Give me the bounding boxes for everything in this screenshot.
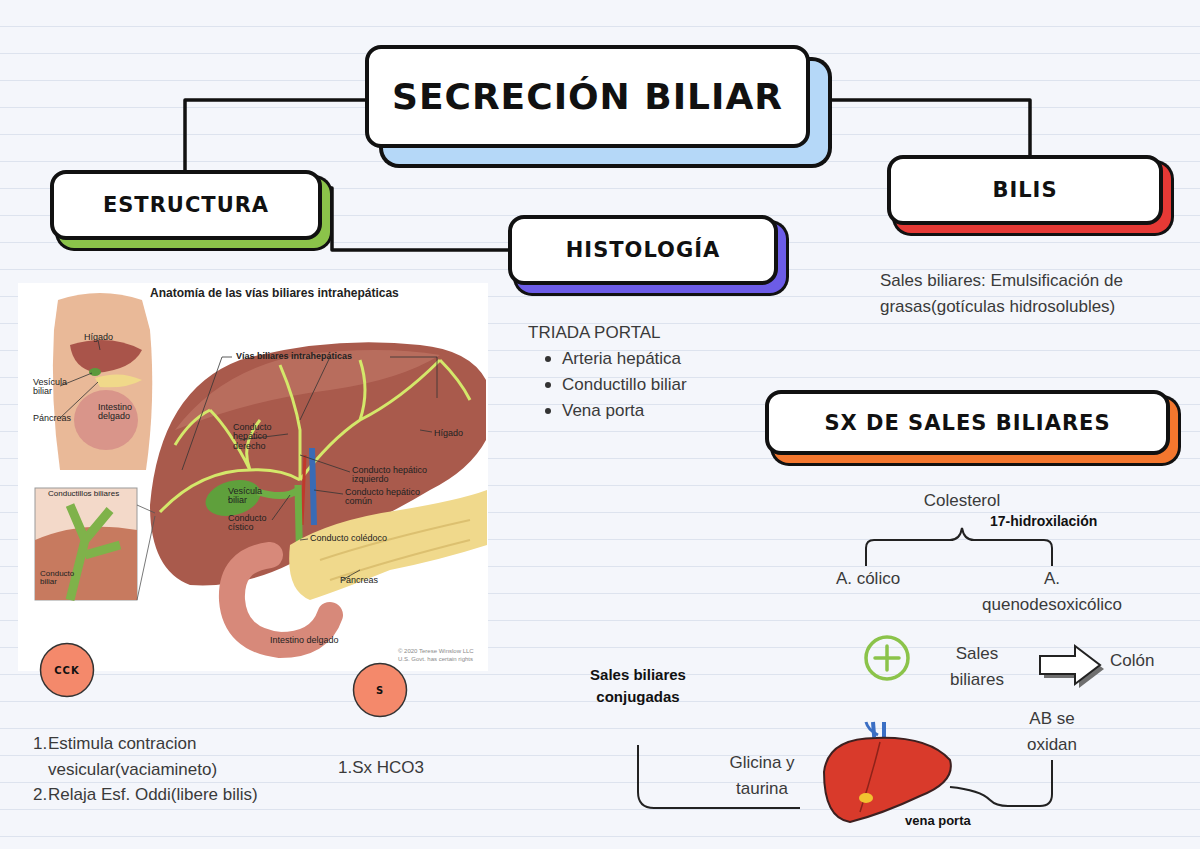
block-arrow bbox=[1040, 646, 1100, 684]
anatomy-label: Páncreas bbox=[340, 576, 400, 585]
flow-text: Glicina y taurina bbox=[708, 750, 816, 801]
pancreas-texture bbox=[320, 520, 470, 580]
anatomy-label: Páncreas bbox=[33, 414, 93, 423]
illustration-panel bbox=[18, 283, 488, 671]
liver-vessels bbox=[866, 722, 878, 735]
torso-figure bbox=[53, 293, 152, 470]
node-title: CCK bbox=[54, 665, 79, 676]
copyright-note: © 2020 Terese Winslow LLC bbox=[398, 648, 488, 655]
small-intestine bbox=[232, 555, 330, 645]
bullet bbox=[545, 356, 551, 362]
node-title: S bbox=[376, 685, 384, 696]
bracket-line bbox=[950, 760, 1052, 806]
liver-icon bbox=[824, 738, 951, 822]
node-title: ESTRUCTURA bbox=[103, 193, 269, 217]
anatomy-label: Conducto hepático derecho bbox=[233, 423, 288, 451]
list-item: Estimula contracion vesicular(vaciaminet… bbox=[48, 731, 278, 782]
copyright-note: U.S. Govt. has certain rights bbox=[398, 656, 488, 663]
brace bbox=[866, 528, 1052, 566]
process-label: 17-hidroxilación bbox=[990, 513, 1140, 530]
branch-connector bbox=[322, 188, 508, 250]
anatomy-label: Vesícula biliar bbox=[228, 487, 273, 506]
branch-connector bbox=[185, 100, 365, 170]
node-title: BILIS bbox=[992, 178, 1057, 202]
anatomy-label: Hígado bbox=[434, 429, 484, 438]
list-item: 1.Sx HCO3 bbox=[338, 755, 488, 781]
plus-icon bbox=[866, 637, 908, 679]
main-topic-box: SECRECIÓN BILIAR bbox=[365, 45, 810, 148]
list-item: Vena porta bbox=[562, 398, 782, 424]
pancreas-small bbox=[95, 374, 142, 387]
list-heading: TRIADA PORTAL bbox=[528, 320, 748, 346]
flow-text: A. quenodesoxicólico bbox=[972, 566, 1132, 617]
liver-lobe-line bbox=[860, 742, 880, 812]
node-title: SX DE SALES BILIARES bbox=[824, 411, 1110, 435]
inset-frame bbox=[35, 488, 137, 600]
anatomy-label: Conducto biliar bbox=[40, 570, 85, 587]
topic-box: HISTOLOGÍA bbox=[508, 215, 778, 285]
anatomy-label: Intestino delgado bbox=[270, 636, 370, 645]
hormone-circle: CCK bbox=[39, 642, 95, 698]
anatomy-label: Conductillos biliares bbox=[48, 490, 138, 498]
list-item: Arteria hepática bbox=[562, 346, 782, 372]
topic-box: ESTRUCTURA bbox=[50, 170, 322, 240]
list-item: Conductillo biliar bbox=[562, 372, 782, 398]
plus-sign bbox=[875, 646, 899, 670]
inset-leader bbox=[137, 505, 155, 600]
list-item: Relaja Esf. Oddi(libere bilis) bbox=[48, 782, 278, 808]
figure-title: Anatomía de las vías biliares intrahepát… bbox=[150, 287, 480, 300]
flow-text: Sales biliares bbox=[937, 641, 1017, 692]
anatomy-label: Intestino delgado bbox=[98, 403, 143, 422]
flow-text: Sales biliares conjugadas bbox=[585, 664, 691, 708]
flow-text: Colesterol bbox=[902, 488, 1022, 514]
circle-shape bbox=[354, 664, 407, 717]
branch-connector bbox=[810, 100, 1030, 155]
liver-small bbox=[70, 340, 142, 373]
anatomy-label: Hígado bbox=[84, 333, 134, 342]
leader-line bbox=[182, 357, 437, 580]
pancreas bbox=[289, 490, 487, 600]
circle-shape bbox=[41, 644, 94, 697]
bullet bbox=[545, 408, 551, 414]
liver-gallbladder bbox=[859, 793, 873, 803]
anatomy-label: Vesícula biliar bbox=[33, 378, 77, 397]
bullet bbox=[545, 382, 551, 388]
anatomy-label: Vías biliares intrahepáticas bbox=[236, 352, 386, 361]
node-title: SECRECIÓN BILIAR bbox=[392, 76, 783, 117]
flow-text: AB se oxidan bbox=[1012, 706, 1092, 757]
node-title: HISTOLOGÍA bbox=[566, 238, 720, 262]
anatomy-label: Conducto hepático común bbox=[345, 488, 427, 507]
anatomy-label: Conducto hepático izquierdo bbox=[352, 466, 434, 485]
anatomy-label: Conducto cístico bbox=[228, 514, 273, 533]
hormone-circle: S bbox=[352, 662, 408, 718]
organ-label: vena porta bbox=[905, 813, 1005, 829]
inset-ducts bbox=[70, 505, 120, 600]
anatomy-label: Conducto colédoco bbox=[310, 534, 410, 543]
gallbladder-small bbox=[89, 368, 101, 376]
flow-text: A. cólico bbox=[813, 566, 923, 592]
liver-highlight bbox=[175, 350, 440, 430]
note-text: Sales biliares: Emulsificación de grasas… bbox=[880, 268, 1165, 319]
topic-box: SX DE SALES BILIARES bbox=[765, 390, 1170, 455]
hepatic-artery bbox=[302, 455, 305, 525]
topic-box: BILIS bbox=[887, 155, 1163, 225]
flow-text: Colón bbox=[1110, 648, 1180, 674]
